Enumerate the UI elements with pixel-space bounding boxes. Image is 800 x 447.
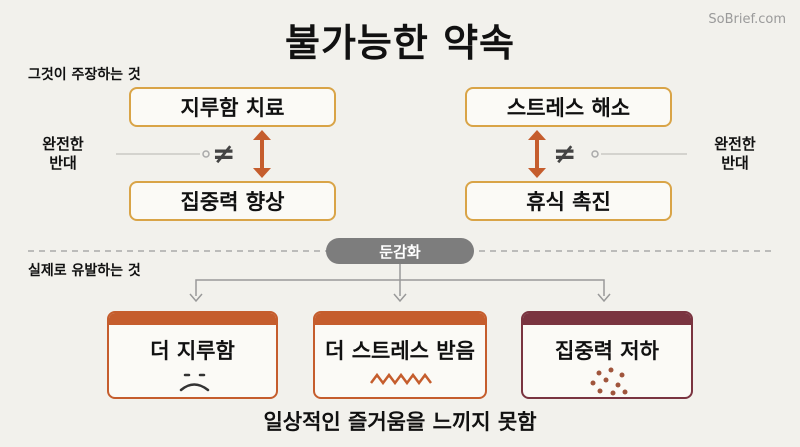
- page-title: 불가능한 약속: [285, 21, 515, 65]
- connector-dot: [202, 150, 210, 158]
- arrow-head-icon: [189, 293, 203, 303]
- dulling-flow: [28, 250, 772, 303]
- opposite-label-line: 반대: [49, 154, 77, 172]
- opposite-label-right: 완전한 반대: [702, 135, 768, 173]
- outcome-label: 집중력 저하: [555, 339, 659, 363]
- claim-box-boredom-cure: 지루함 치료: [129, 87, 336, 127]
- card-top-bar: [109, 313, 276, 325]
- not-equal-icon: ≠: [212, 137, 236, 170]
- opposite-label-left: 완전한 반대: [30, 135, 96, 173]
- opposite-label-line: 완전한: [42, 135, 84, 153]
- double-arrow-icon: [253, 130, 271, 178]
- not-equal-icon: ≠: [553, 137, 577, 170]
- opposite-label-line: 완전한: [714, 135, 756, 153]
- frown-face-icon: [179, 373, 210, 392]
- outcome-label: 더 스트레스 받음: [325, 339, 475, 363]
- claim-box-label: 집중력 향상: [180, 190, 285, 214]
- claim-box-label: 휴식 촉진: [526, 190, 611, 214]
- outcome-card-more-stressed: 더 스트레스 받음: [313, 311, 487, 399]
- scattered-dots-icon: [590, 367, 628, 396]
- footer-caption: 일상적인 즐거움을 느끼지 못함: [263, 410, 537, 434]
- watermark: SoBrief.com: [708, 12, 786, 27]
- opposite-label-line: 반대: [721, 154, 749, 172]
- claim-box-focus-boost: 집중력 향상: [129, 181, 336, 221]
- claim-box-relaxation: 휴식 촉진: [465, 181, 672, 221]
- outcome-card-focus-decline: 집중력 저하: [521, 311, 693, 399]
- claims-section-label: 그것이 주장하는 것: [28, 67, 141, 83]
- right-connector: [528, 130, 687, 178]
- card-top-bar: [523, 313, 691, 325]
- arrow-head-icon: [597, 293, 611, 303]
- zigzag-stress-icon: [370, 372, 432, 386]
- outcome-label: 더 지루함: [150, 339, 235, 363]
- arrow-head-icon: [393, 293, 407, 303]
- claim-box-label: 지루함 치료: [180, 96, 285, 120]
- connector-dot: [591, 150, 599, 158]
- claim-box-label: 스트레스 해소: [506, 96, 631, 120]
- dulling-badge: 둔감화: [326, 238, 474, 264]
- outcome-card-more-bored: 더 지루함: [107, 311, 278, 399]
- double-arrow-icon: [528, 130, 546, 178]
- actual-section-label: 실제로 유발하는 것: [28, 263, 141, 279]
- card-top-bar: [315, 313, 485, 325]
- claim-box-stress-relief: 스트레스 해소: [465, 87, 672, 127]
- left-connector: [116, 130, 271, 178]
